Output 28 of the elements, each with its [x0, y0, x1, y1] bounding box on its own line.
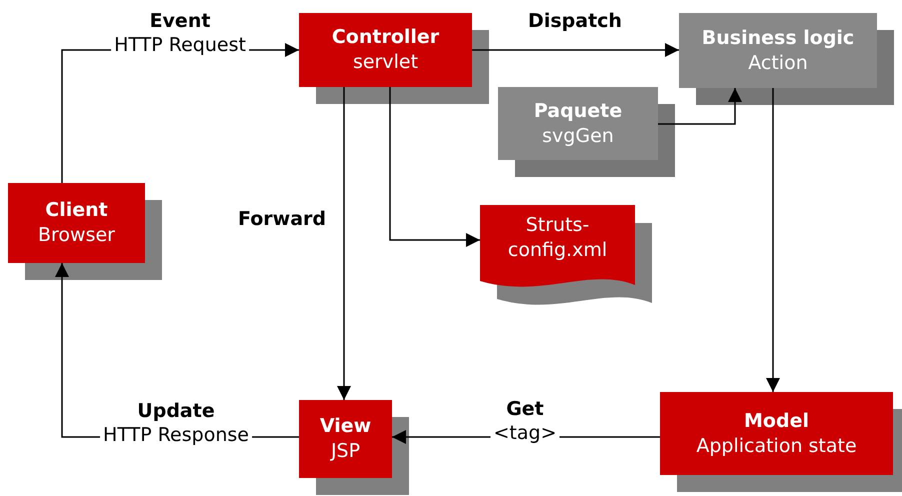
edge-label: Event HTTP Request [111, 10, 249, 58]
document-shape [480, 205, 635, 285]
node-subtitle: JSP [330, 439, 360, 464]
node-subtitle: servlet [352, 50, 418, 75]
process-box [498, 87, 658, 160]
node-subtitle: Action [748, 50, 808, 76]
arrow [389, 87, 480, 247]
process-box [8, 183, 145, 263]
edge-label: Get <tag> [490, 398, 560, 446]
node-subtitle: Application state [696, 434, 857, 458]
arrow [472, 43, 679, 57]
node-subtitle: Browser [38, 223, 115, 248]
process-box [660, 392, 893, 475]
node-title: Struts-config.xml [506, 213, 608, 263]
node-title: Controller [332, 25, 440, 50]
node-title: Client [45, 198, 108, 223]
node-title: Paquete [534, 98, 622, 124]
process-box [299, 13, 472, 87]
node-subtitle: svgGen [542, 124, 614, 148]
process-box [299, 400, 392, 478]
edge-label: Update HTTP Response [100, 400, 252, 448]
process-box [679, 13, 877, 88]
arrow [337, 87, 351, 400]
node-title: View [320, 414, 372, 439]
node-title: Model [744, 408, 809, 434]
node-title: Business logic [702, 26, 854, 50]
arrow [766, 88, 780, 392]
arrow [658, 88, 742, 125]
